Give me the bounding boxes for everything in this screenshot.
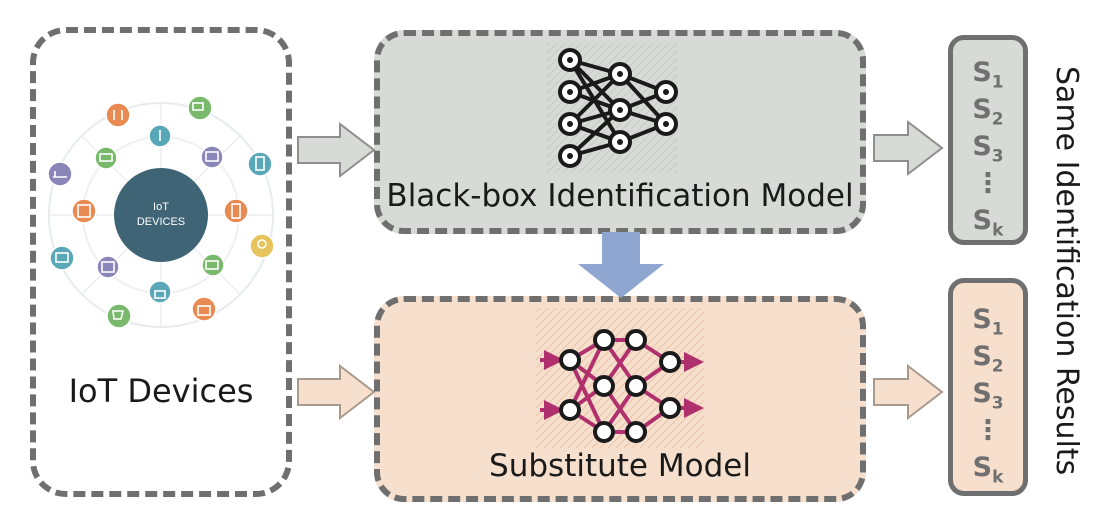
- blackbox-network-icon: [546, 42, 678, 174]
- iot-devices-label: IoT Devices: [68, 372, 254, 410]
- iot-to-blackbox-arrow: [297, 121, 376, 179]
- hub-text-devices: DEVICES: [137, 216, 185, 228]
- substitute-network-icon: [536, 308, 704, 448]
- device-camera-icon: [201, 253, 225, 277]
- device-phone-icon: [247, 151, 273, 177]
- distillation-down-arrow: [578, 232, 664, 298]
- blackbox-to-results-arrow: [873, 119, 944, 177]
- result-item: Sk: [972, 452, 1004, 488]
- device-bed-icon: [47, 161, 73, 187]
- result-item: S2: [972, 341, 1004, 377]
- device-lamp-icon: [105, 102, 131, 128]
- iot-hub-circle: [114, 168, 208, 262]
- device-battery-icon: [223, 198, 249, 224]
- result-item: S3: [972, 131, 1004, 167]
- same-results-label: Same Identification Results: [1049, 66, 1084, 476]
- result-item: Sk: [972, 205, 1004, 241]
- substitute-results-list: S1 S2 S3 ⋮ Sk: [953, 301, 1023, 488]
- device-bulb-icon: [249, 233, 275, 259]
- blackbox-results-list: S1 S2 S3 ⋮ Sk: [953, 54, 1023, 241]
- substitute-to-results-arrow: [873, 363, 944, 421]
- substitute-results-box: S1 S2 S3 ⋮ Sk: [948, 278, 1028, 496]
- device-cart-icon: [106, 303, 132, 329]
- result-item: S2: [972, 94, 1004, 130]
- device-bag-icon: [191, 296, 217, 322]
- iot-devices-graphic: IoT DEVICES: [47, 95, 275, 329]
- result-item: S1: [972, 304, 1004, 340]
- device-truck-icon: [187, 95, 213, 121]
- device-calendar-icon: [96, 255, 120, 279]
- blackbox-results-box: S1 S2 S3 ⋮ Sk: [948, 35, 1028, 245]
- device-robot-icon: [49, 245, 75, 271]
- device-lock-icon: [148, 280, 172, 304]
- result-ellipsis: ⋮: [974, 168, 1002, 199]
- hub-text-iot: IoT: [153, 201, 169, 213]
- result-item: S1: [972, 57, 1004, 93]
- result-ellipsis: ⋮: [974, 415, 1002, 446]
- device-washer-icon: [71, 198, 97, 224]
- result-item: S3: [972, 378, 1004, 414]
- substitute-model-label: Substitute Model: [489, 448, 751, 484]
- blackbox-model-label: Black-box Identification Model: [386, 178, 854, 214]
- iot-to-substitute-arrow: [297, 363, 376, 421]
- device-car-icon: [94, 146, 118, 170]
- device-screen-icon: [200, 145, 224, 169]
